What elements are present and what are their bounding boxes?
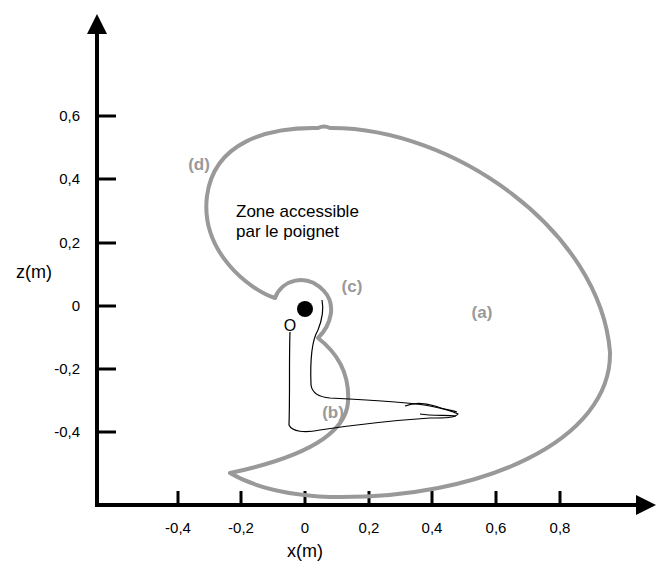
tick-label: 0 [301,519,309,536]
tick-label: 0 [72,297,80,314]
tick-label: -0,4 [54,423,80,440]
tick-label: 0,4 [59,170,80,187]
arm-drawing [289,300,458,432]
zone-label: Zone accessible par le poignet [236,202,376,241]
tick-label: 0,6 [59,107,80,124]
axis-ticks [97,116,560,505]
tick-label: 0,2 [59,234,80,251]
axis-title: z(m) [16,262,52,283]
curve-label: (a) [472,303,493,323]
curve-label: (c) [342,277,363,297]
reach-zone-outline [206,127,610,498]
origin-label: O [284,317,296,335]
z-axis [95,18,99,507]
axis-title: x(m) [287,541,323,562]
tick-label: 0,2 [359,519,380,536]
tick-label: 0,8 [550,519,571,536]
curve-label: (b) [322,403,344,423]
tick-label: 0,6 [486,519,507,536]
tick-label: -0,4 [165,519,191,536]
tick-label: -0,2 [228,519,254,536]
tick-label: -0,2 [54,360,80,377]
shoulder-point [297,301,313,317]
tick-label: 0,4 [422,519,443,536]
curve-label: (d) [188,155,210,175]
